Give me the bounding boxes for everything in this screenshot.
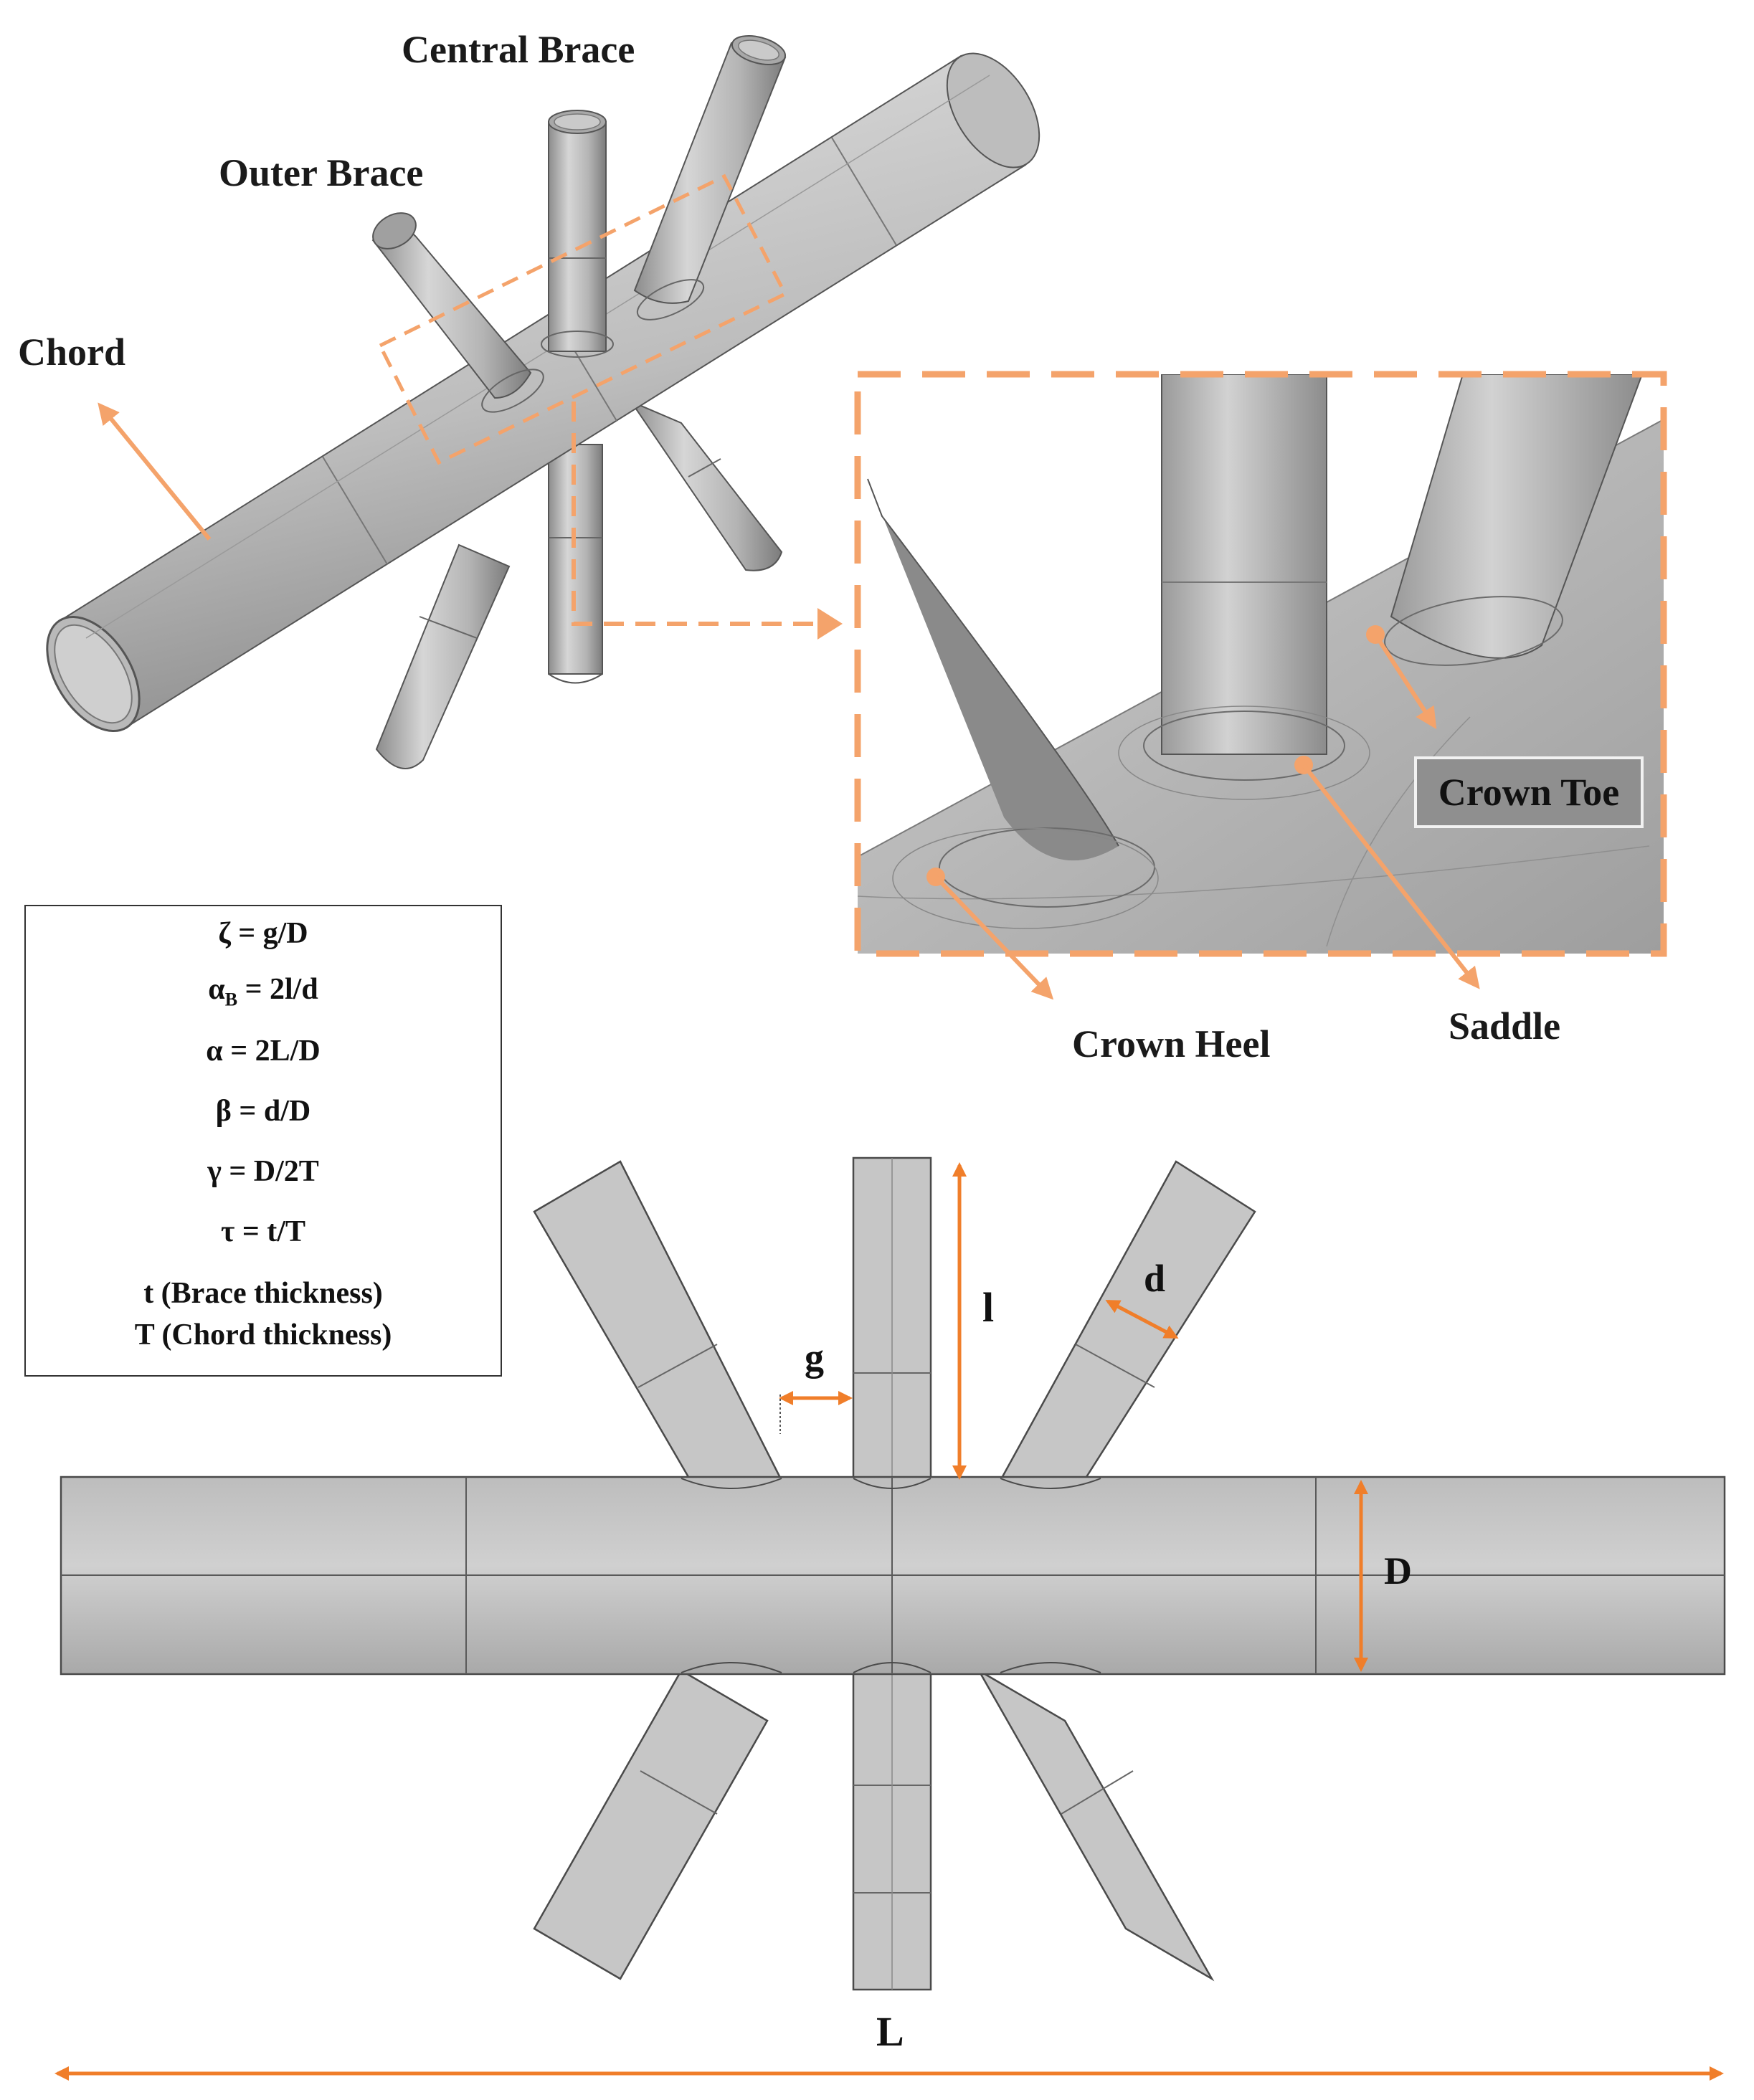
param-alpha: α = 2L/D (206, 1035, 321, 1068)
param-alpha-b-formula: = 2l/d (237, 973, 318, 1006)
crown-heel-label: Crown Heel (1072, 1022, 1271, 1065)
plan-upper-central-brace (852, 1156, 932, 1482)
plan-lower-central-brace (852, 1669, 932, 1991)
crown-heel-pointer (926, 868, 1054, 1000)
crown-toe-label: Crown Toe (1438, 771, 1620, 814)
isometric-joint-view (46, 35, 1040, 769)
crown-toe-pointer (1366, 625, 1437, 730)
dim-L-label: L (876, 2008, 904, 2055)
dim-d-label: d (1144, 1257, 1166, 1300)
chord-label: Chord (18, 331, 126, 374)
inclined-brace-3d (633, 35, 787, 320)
parameter-definitions-box: ζ = g/D αB = 2l/d α = 2L/D β = d/D γ = D… (24, 905, 502, 1377)
plan-upper-brace-left (533, 1160, 783, 1488)
lower-outer-brace-right (629, 399, 783, 571)
plan-lower-brace-right (976, 1668, 1215, 1982)
zoom-frame (854, 371, 1667, 957)
param-tau: τ = t/T (221, 1215, 305, 1248)
saddle-pointer (1294, 756, 1480, 989)
crown-toe-label-box: Crown Toe (1414, 756, 1644, 828)
dim-g-label: g (805, 1336, 824, 1379)
param-alpha-b-subscript: B (224, 989, 238, 1010)
central-brace-label: Central Brace (402, 28, 635, 71)
param-alpha-b: αB = 2l/d (26, 972, 501, 1010)
outer-brace-label: Outer Brace (219, 151, 424, 194)
zoom-leader (572, 402, 825, 626)
chord-pointer (98, 402, 212, 541)
param-brace-thickness: t (Brace thickness) (143, 1277, 383, 1310)
dim-D-label: D (1384, 1549, 1412, 1592)
plan-upper-brace-right (999, 1160, 1256, 1488)
param-zeta: ζ = g/D (218, 917, 308, 950)
dim-d-line (1105, 1299, 1179, 1339)
param-beta: β = d/D (215, 1095, 311, 1128)
zoom-panel (854, 371, 1667, 1000)
plan-lower-brace-left (533, 1669, 769, 1980)
outer-brace-3d (371, 212, 544, 413)
central-brace-3d (541, 110, 614, 358)
saddle-label: Saddle (1449, 1004, 1561, 1047)
zoom-leader-arrowhead (817, 608, 843, 640)
plan-view (54, 1156, 1726, 2081)
lower-outer-brace-left (375, 543, 511, 769)
dim-l-label: l (982, 1284, 995, 1331)
param-gamma: γ = D/2T (207, 1155, 319, 1188)
focus-region-outline (377, 174, 788, 465)
param-alpha-b-symbol: α (208, 973, 225, 1006)
param-chord-thickness: T (Chord thickness) (134, 1319, 392, 1351)
plan-chord (60, 1476, 1726, 1676)
